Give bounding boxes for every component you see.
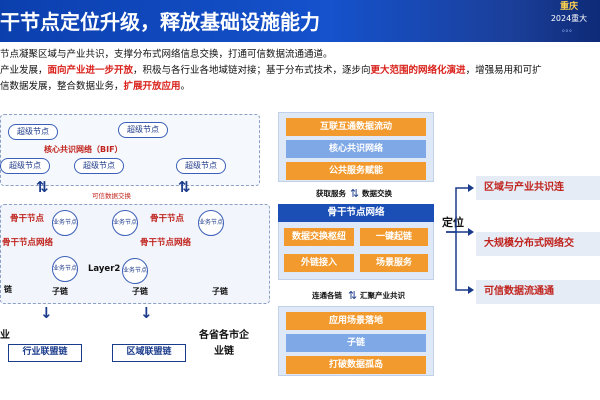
arrowhead-mid xyxy=(468,228,474,236)
business-node-label: 业务节点 xyxy=(53,219,78,226)
sub-chain-label-1: 子链 xyxy=(52,287,68,296)
arrow-down-icon: ↓ xyxy=(40,304,53,322)
backbone-network-box: 骨干节点网络 xyxy=(278,204,434,222)
arrow-down-icon: ↓ xyxy=(140,304,153,322)
business-node-label: 业务节点 xyxy=(123,267,148,274)
badge-top-text: 重庆 xyxy=(559,2,578,12)
get-service-label: 获取服务 xyxy=(316,189,346,198)
backbone-node-right: 骨干节点 xyxy=(150,214,185,224)
bullet-text: ，增强易用和可扩 xyxy=(465,65,542,76)
positioning-list: 区域与产业共识连 大规模分布式网络交 可信数据流通通 xyxy=(470,160,600,320)
left-edge-text: 业 xyxy=(0,330,10,341)
industry-chain-box: 行业联盟链 xyxy=(8,344,82,362)
sub-chain-label-3: 子链 xyxy=(212,287,228,296)
core-network-box: 核心共识网络 xyxy=(286,140,426,158)
sub-chain-label-2: 子链 xyxy=(132,287,148,296)
interconnect-box: 互联互通数据流动 xyxy=(286,118,426,136)
bullet-line-1: 节点凝聚区域与产业共识，支撑分布式网络信息交换，打通可信数据流通通道。 xyxy=(0,47,600,63)
external-access-box: 外链接入 xyxy=(284,254,354,272)
backbone-network-left: 骨干节点网络 xyxy=(2,238,54,248)
business-node-circle: 业务节点 xyxy=(52,210,78,236)
bullet-line-2: 产业发展，面向产业进一步开放，积极与各行业各地域链对接；基于分布式技术，逐步向更… xyxy=(0,63,600,79)
arrow-up-down-icon: ⇅ xyxy=(36,178,49,196)
super-node-1: 超级节点 xyxy=(8,124,58,140)
header-bar: 干节点定位升级，释放基础设施能力 重庆 2024重大 。。。 xyxy=(0,0,600,42)
position-item-2: 大规模分布式网络交 xyxy=(476,232,600,256)
bidirectional-arrow-icon: ⇅ xyxy=(350,187,360,200)
business-node-circle: 业务节点 xyxy=(112,210,138,236)
app-landing-box: 应用场景落地 xyxy=(286,312,426,330)
bullet-text: ，积极与各行业各地域链对接；基于分布式技术，逐步向 xyxy=(133,65,371,76)
business-node-label: 业务节点 xyxy=(113,219,138,226)
sub-chain-box: 子链 xyxy=(286,334,426,352)
bullet-list: 节点凝聚区域与产业共识，支撑分布式网络信息交换，打通可信数据流通通道。 产业发展… xyxy=(0,47,600,95)
trusted-exchange-label: 可信数据交换 xyxy=(92,192,131,200)
arrowhead-top xyxy=(468,184,474,192)
bullet-line-3: 信数据发展，整合数据业务，扩展开放应用。 xyxy=(0,79,600,95)
one-click-chain-box: 一键起链 xyxy=(360,228,428,246)
enterprise-chain-label: 各省各市企业链 xyxy=(199,330,249,357)
backbone-network-right: 骨干节点网络 xyxy=(140,238,192,248)
layer2-label: Layer2 xyxy=(88,264,121,274)
bullet-text: 。 xyxy=(180,81,191,92)
arrow-line-bottom xyxy=(455,232,468,291)
public-service-box: 公共服务赋能 xyxy=(286,162,426,180)
bullet-highlight: 面向产业进一步开放 xyxy=(47,65,134,76)
arrow-up-down-icon: ⇅ xyxy=(178,178,191,196)
connect-chains-label: 连通各链 xyxy=(312,291,342,300)
event-badge: 重庆 2024重大 。。。 xyxy=(538,2,600,40)
region-chain-box: 区域联盟链 xyxy=(112,344,186,362)
bidirectional-arrow-icon: ⇅ xyxy=(348,289,358,302)
arrow-line-top xyxy=(446,187,468,233)
business-node-label: 业务节点 xyxy=(199,219,224,226)
position-item-3: 可信数据流通通 xyxy=(476,280,600,304)
bif-label: 核心共识网络（BIF） xyxy=(44,145,123,154)
super-node-5: 超级节点 xyxy=(176,158,226,174)
business-node-label: 业务节点 xyxy=(53,265,78,272)
backbone-node-left: 骨干节点 xyxy=(10,214,45,224)
bullet-highlight: 更大范围的网络化演进 xyxy=(370,65,466,76)
bullet-text: 节点凝聚区域与产业共识，支撑分布式网络信息交换，打通可信数据流通通道。 xyxy=(0,49,333,60)
data-exchange-hub-box: 数据交换枢纽 xyxy=(284,228,354,246)
arrowhead-bottom xyxy=(468,286,474,294)
business-node-circle: 业务节点 xyxy=(122,258,148,284)
gather-consensus-label: 汇聚产业共识 xyxy=(360,291,405,300)
badge-bottom-text: 。。。 xyxy=(562,25,576,33)
bracket-arrows xyxy=(446,184,474,294)
scenario-service-box: 场景服务 xyxy=(360,254,428,272)
bullet-text: 信数据发展，整合数据业务， xyxy=(0,81,124,92)
position-item-1: 区域与产业共识连 xyxy=(476,176,600,200)
super-node-2: 超级节点 xyxy=(118,122,168,138)
business-node-circle: 业务节点 xyxy=(198,210,224,236)
page-title: 干节点定位升级，释放基础设施能力 xyxy=(0,10,320,34)
break-silos-box: 打破数据孤岛 xyxy=(286,356,426,374)
super-node-3: 超级节点 xyxy=(0,158,50,174)
super-node-4: 超级节点 xyxy=(74,158,124,174)
bullet-highlight: 扩展开放应用 xyxy=(123,81,181,92)
network-diagram: 超级节点 超级节点 超级节点 超级节点 超级节点 核心共识网络（BIF） ⇅ 可… xyxy=(0,108,276,400)
bullet-text: 产业发展， xyxy=(0,65,48,76)
left-chain-char: 链 xyxy=(4,285,12,294)
business-node-circle: 业务节点 xyxy=(52,256,78,282)
badge-mid-text: 2024重大 xyxy=(550,14,588,23)
data-exchange-label: 数据交换 xyxy=(362,189,392,198)
service-stack: 互联互通数据流动 核心共识网络 公共服务赋能 获取服务 ⇅ 数据交换 骨干节点网… xyxy=(278,112,434,400)
positioning-label: 定位 xyxy=(442,216,464,229)
